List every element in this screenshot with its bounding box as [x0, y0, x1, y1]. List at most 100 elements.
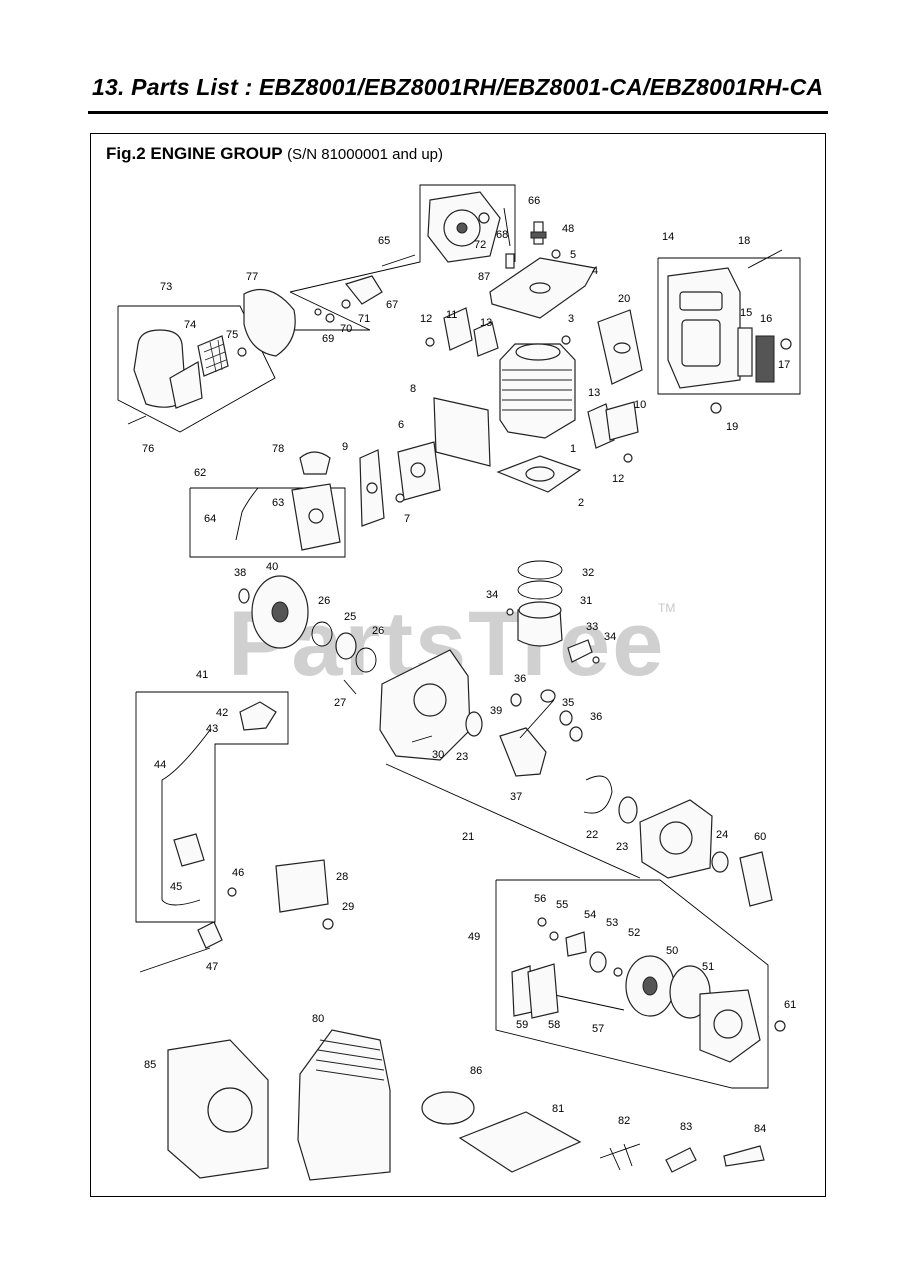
callout-label: 1: [570, 443, 576, 455]
callout-label: 39: [490, 705, 502, 717]
callout-label: 36: [514, 673, 526, 685]
callout-label: 81: [552, 1103, 564, 1115]
callout-label: 74: [184, 319, 196, 331]
figure-title-main: Fig.2 ENGINE GROUP: [106, 144, 283, 163]
callout-label: 26: [372, 625, 384, 637]
callout-label: 34: [486, 589, 498, 601]
callout-label: 82: [618, 1115, 630, 1127]
callout-label: 6: [398, 419, 404, 431]
callout-label: 41: [196, 669, 208, 681]
callout-label: 53: [606, 917, 618, 929]
callout-label: 44: [154, 759, 166, 771]
air-cleaner: [127, 289, 296, 425]
callout-label: 76: [142, 443, 154, 455]
callout-label: 65: [378, 235, 390, 247]
callout-label: 12: [612, 473, 624, 485]
recoil-starter: [511, 917, 786, 1063]
callout-label: 50: [666, 945, 678, 957]
callout-label: 52: [628, 927, 640, 939]
callout-label: 32: [582, 567, 594, 579]
callout-label: 48: [562, 223, 574, 235]
callout-label: 27: [334, 697, 346, 709]
callout-label: 13: [588, 387, 600, 399]
callout-label: 64: [204, 513, 216, 525]
figure-title: Fig.2 ENGINE GROUP (S/N 81000001 and up): [106, 144, 443, 164]
callout-label: 56: [534, 893, 546, 905]
callout-label: 86: [470, 1065, 482, 1077]
callout-label: 43: [206, 723, 218, 735]
callout-label: 66: [528, 195, 540, 207]
callout-label: 38: [234, 567, 246, 579]
callout-label: 21: [462, 831, 474, 843]
watermark-trademark: TM: [658, 601, 675, 615]
muffler-assembly: [667, 249, 792, 414]
callout-label: 14: [662, 231, 674, 243]
callout-label: 28: [336, 871, 348, 883]
spark-plug: [530, 221, 547, 245]
callout-label: 5: [570, 249, 576, 261]
group-brackets: [117, 184, 801, 1089]
callout-label: 37: [510, 791, 522, 803]
callout-label: 20: [618, 293, 630, 305]
callout-label: 8: [410, 383, 416, 395]
callout-label: 51: [702, 961, 714, 973]
callout-label: 17: [778, 359, 790, 371]
callout-label: 29: [342, 901, 354, 913]
callout-label: 72: [474, 239, 486, 251]
callout-label: 10: [634, 399, 646, 411]
callout-label: 83: [680, 1121, 692, 1133]
service-items: [167, 1029, 765, 1181]
callout-label: 13: [480, 317, 492, 329]
callout-label: 26: [318, 595, 330, 607]
callout-label: 67: [386, 299, 398, 311]
callout-label: 23: [456, 751, 468, 763]
ignition-group: [314, 191, 515, 323]
callout-label: 22: [586, 829, 598, 841]
callout-label: 36: [590, 711, 602, 723]
callout-label: 70: [340, 323, 352, 335]
callout-label: 49: [468, 931, 480, 943]
callout-label: 77: [246, 271, 258, 283]
callout-label: 42: [216, 707, 228, 719]
callout-label: 57: [592, 1023, 604, 1035]
callout-label: 18: [738, 235, 750, 247]
callout-label: 25: [344, 611, 356, 623]
callout-label: 87: [478, 271, 490, 283]
cylinder-group: [425, 249, 643, 493]
callout-label: 73: [160, 281, 172, 293]
callout-label: 9: [342, 441, 348, 453]
callout-label: 4: [592, 265, 598, 277]
callout-label: 61: [784, 999, 796, 1011]
callout-label: 23: [616, 841, 628, 853]
callout-label: 59: [516, 1019, 528, 1031]
callout-label: 46: [232, 867, 244, 879]
callout-label: 85: [144, 1059, 156, 1071]
figure-subtitle: (S/N 81000001 and up): [287, 146, 444, 163]
callout-label: 15: [740, 307, 752, 319]
callout-labels: 1 2 3 4 5 6 7 8 9 10 11 12 12 13 13 14 1…: [142, 195, 796, 1135]
diagram-frame: [90, 133, 826, 1197]
callout-label: 2: [578, 497, 584, 509]
callout-label: 35: [562, 697, 574, 709]
switch-group: [139, 701, 334, 973]
title-rule: [88, 111, 828, 114]
clutch-drum: [238, 575, 377, 695]
callout-label: 55: [556, 899, 568, 911]
callout-label: 47: [206, 961, 218, 973]
callout-label: 54: [584, 909, 596, 921]
callout-label: 62: [194, 467, 206, 479]
callout-label: 78: [272, 443, 284, 455]
callout-label: 58: [548, 1019, 560, 1031]
piston-group: [506, 560, 600, 664]
callout-label: 63: [272, 497, 284, 509]
callout-label: 84: [754, 1123, 766, 1135]
callout-label: 45: [170, 881, 182, 893]
callout-label: 71: [358, 313, 370, 325]
callout-label: 40: [266, 561, 278, 573]
callout-label: 3: [568, 313, 574, 325]
callout-label: 80: [312, 1013, 324, 1025]
callout-label: 16: [760, 313, 772, 325]
crankcase: [379, 649, 773, 907]
callout-label: 7: [404, 513, 410, 525]
